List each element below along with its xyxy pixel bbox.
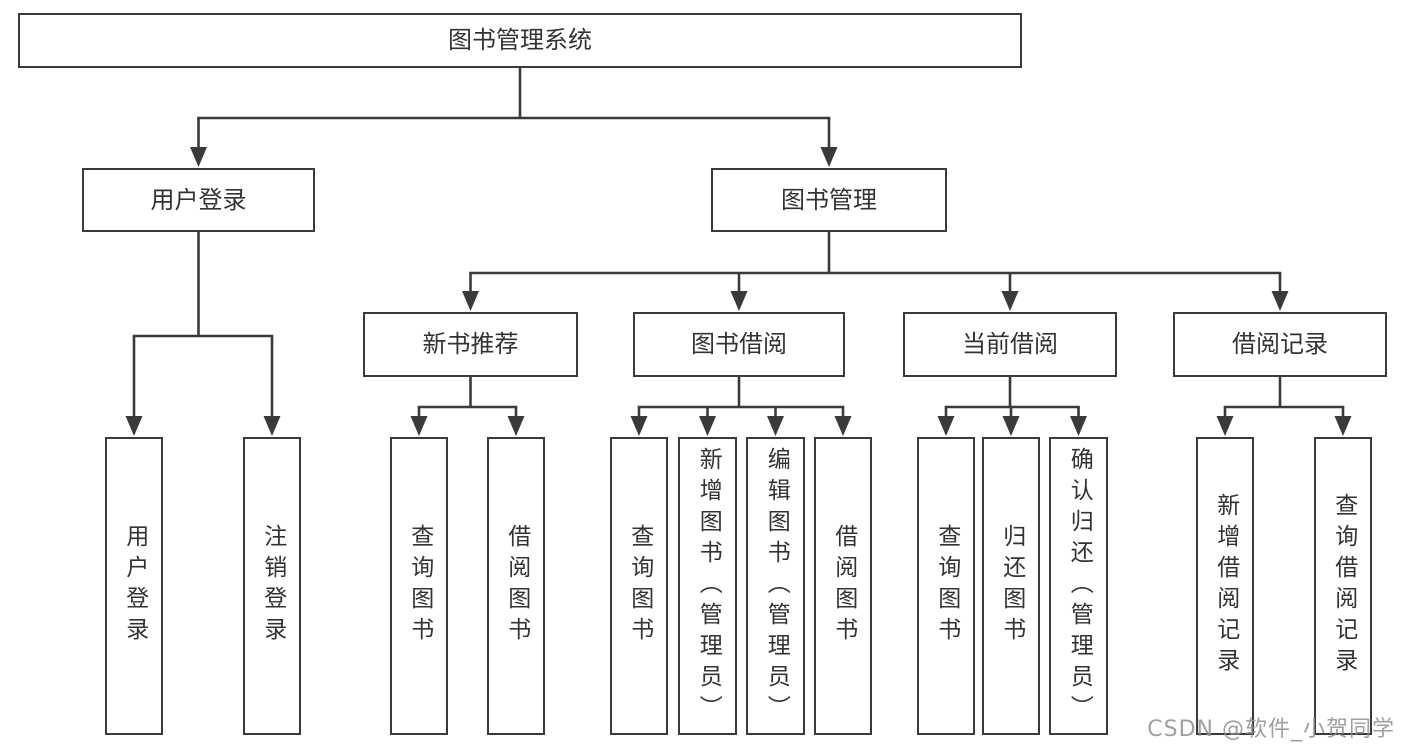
node-user-login: 用户登录 [82, 168, 315, 232]
node-cb-confirm: 确认归还（管理员） [1049, 437, 1108, 735]
node-nb-borrow: 借阅图书 [487, 437, 545, 735]
arrowhead-icon [1002, 416, 1020, 436]
node-cb-query: 查询图书 [917, 437, 975, 735]
arrowhead-icon [937, 416, 955, 436]
arrowhead-icon [190, 147, 207, 167]
node-bb-query: 查询图书 [610, 437, 668, 735]
arrowhead-icon [125, 416, 143, 436]
arrowhead-icon [1334, 416, 1352, 436]
arrowhead-icon [263, 416, 281, 436]
arrowhead-icon [1216, 416, 1234, 436]
node-br-query: 查询借阅记录 [1314, 437, 1372, 735]
node-br-add: 新增借阅记录 [1196, 437, 1254, 735]
node-bb-borrow: 借阅图书 [814, 437, 872, 735]
node-root: 图书管理系统 [18, 13, 1022, 68]
node-current-borrow: 当前借阅 [903, 312, 1117, 377]
node-new-book: 新书推荐 [363, 312, 578, 377]
arrowhead-icon [730, 291, 748, 311]
node-leaf-logout: 注销登录 [243, 437, 301, 735]
arrowhead-icon [1271, 291, 1289, 311]
arrowhead-icon [630, 416, 648, 436]
arrowhead-icon [834, 416, 852, 436]
arrowhead-icon [507, 416, 525, 436]
node-cb-return: 归还图书 [982, 437, 1040, 735]
arrowhead-icon [462, 291, 479, 311]
node-nb-query: 查询图书 [390, 437, 448, 735]
node-leaf-user-login: 用户登录 [105, 437, 163, 735]
node-bb-edit: 编辑图书（管理员） [746, 437, 805, 735]
node-book-borrow: 图书借阅 [633, 312, 845, 377]
arrowhead-icon [1001, 291, 1019, 311]
node-book-mgmt: 图书管理 [711, 168, 947, 232]
arrowhead-icon [1070, 416, 1087, 436]
node-borrow-record: 借阅记录 [1173, 312, 1387, 377]
arrowhead-icon [820, 147, 838, 167]
node-bb-add: 新增图书（管理员） [678, 437, 737, 735]
arrowhead-icon [699, 416, 716, 436]
arrowhead-icon [767, 416, 784, 436]
arrowhead-icon [410, 416, 428, 436]
